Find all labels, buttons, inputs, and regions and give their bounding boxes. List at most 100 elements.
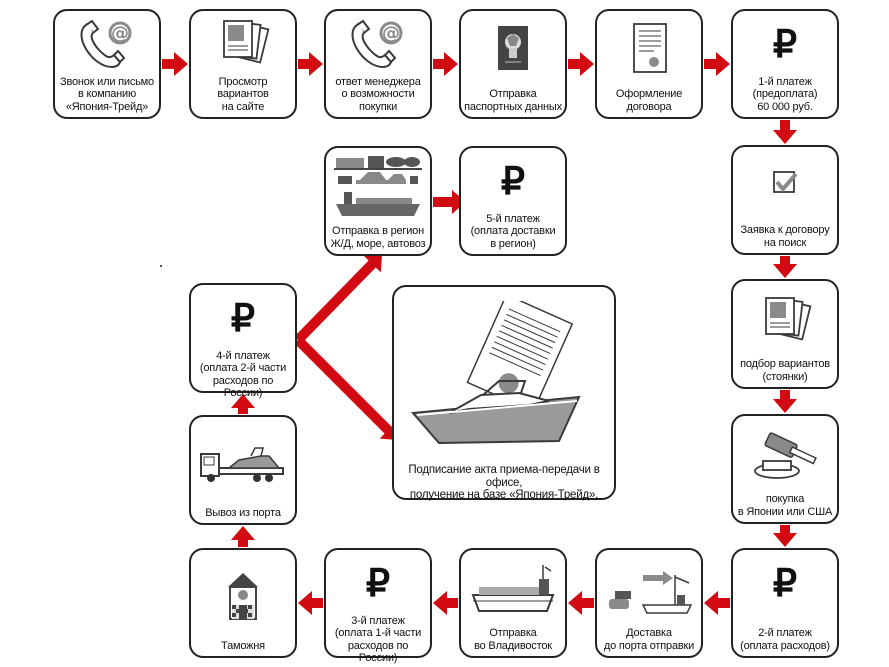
step-label-line: покупка — [765, 493, 805, 505]
step-label-line: Заявка к договору — [740, 224, 830, 236]
step-handover: Подписание акта приема-передачи в офисе,… — [392, 285, 616, 502]
step-label-line: во Владивосток — [474, 639, 552, 652]
step-label-line: Отправка — [489, 627, 537, 639]
step-label-line: (предоплата) — [752, 88, 818, 100]
step-customs: Таможня — [189, 548, 297, 658]
step-label-line: 2-й платеж — [758, 627, 812, 639]
arrow-10 — [704, 591, 730, 615]
step-label-line: 4-й платеж — [216, 349, 270, 362]
step-label-line: расходов по России) — [212, 374, 274, 400]
step-label: подбор вариантов(стоянки) — [736, 358, 834, 383]
step-label-line: Вывоз из порта — [205, 506, 281, 519]
arrow-12 — [433, 591, 458, 615]
step-label-line: (оплата 1-й части — [334, 627, 422, 639]
ruble-icon: ₽ — [500, 161, 526, 203]
step-label-line: вариантов — [217, 88, 269, 100]
step-label-line: на поиск — [763, 236, 807, 249]
arrow-5 — [704, 52, 730, 76]
step-label-line: на сайте — [221, 100, 265, 113]
step-label-line: договора — [626, 100, 672, 113]
step-port-export: Вывоз из порта — [189, 415, 297, 525]
step-label-line: Отправка в регион — [332, 225, 424, 237]
step-label-line: Отправка — [489, 88, 537, 100]
step-label-line: Подписание акта приема-передачи в офисе, — [408, 464, 600, 489]
step-label-line: 1-й платеж — [758, 75, 812, 88]
svg-text:@: @ — [111, 23, 129, 44]
step-label-line: расходов по России) — [347, 639, 409, 665]
step-label-line: Просмотр — [218, 75, 268, 88]
arrow-13 — [298, 591, 323, 615]
arrow-7 — [773, 256, 797, 278]
arrow-8 — [773, 390, 797, 413]
step-label-line: Таможня — [221, 639, 265, 652]
step-label-line: Доставка — [626, 627, 672, 639]
ruble-icon: ₽ — [772, 563, 798, 605]
ruble-icon: ₽ — [365, 563, 391, 605]
arrow-6 — [773, 120, 797, 144]
step-label: Вывоз из порта — [194, 507, 292, 520]
step-label-line: (оплата доставки — [470, 225, 556, 237]
step-label-line: Оформление — [615, 88, 683, 100]
step-label: 1-й платеж(предоплата)60 000 руб. — [736, 76, 834, 114]
step-label-line: о возможности — [341, 88, 415, 100]
arrow-18 — [433, 190, 466, 214]
step-label-line: Звонок или письмо — [60, 75, 154, 88]
step-label-line: (оплата расходов) — [740, 639, 830, 652]
step-label-line: в Японии или США — [737, 505, 833, 518]
step-label-line: (стоянки) — [762, 370, 808, 383]
step-label-line: (оплата 2-й части — [199, 362, 287, 374]
arrow-15 — [231, 394, 255, 414]
step-label-line: 5-й платеж — [486, 212, 540, 225]
ruble-icon: ₽ — [230, 298, 256, 340]
step-label: Таможня — [194, 640, 292, 653]
step-label-line: в регион) — [490, 237, 536, 250]
step-label: 2-й платеж(оплата расходов) — [736, 627, 834, 652]
step-payment-2: ₽2-й платеж(оплата расходов) — [731, 548, 839, 658]
step-label-line: «Япония-Трейд» — [65, 100, 149, 113]
arrow-2 — [298, 52, 323, 76]
step-payment-1: ₽1-й платеж(предоплата)60 000 руб. — [731, 9, 839, 119]
arrow-16 — [294, 254, 382, 344]
step-label-line: 60 000 руб. — [757, 100, 813, 113]
stray-dot — [160, 265, 162, 267]
step-options: подбор вариантов(стоянки) — [731, 279, 839, 389]
arrow-4 — [568, 52, 594, 76]
step-label-line: до порта отправки — [603, 639, 695, 652]
ruble-icon: ₽ — [772, 24, 798, 66]
step-label-line: Ж/Д, море, автовоз — [330, 237, 426, 250]
arrow-11 — [568, 591, 594, 615]
step-label-line: ответ менеджера — [335, 75, 421, 88]
arrow-17 — [294, 336, 398, 440]
step-label-line: 3-й платеж — [351, 614, 405, 627]
svg-text:@: @ — [382, 23, 400, 44]
arrow-1 — [162, 52, 188, 76]
step-label-line: в компанию — [77, 88, 137, 100]
step-label: Подписание акта приема-передачи в офисе,… — [397, 464, 611, 502]
